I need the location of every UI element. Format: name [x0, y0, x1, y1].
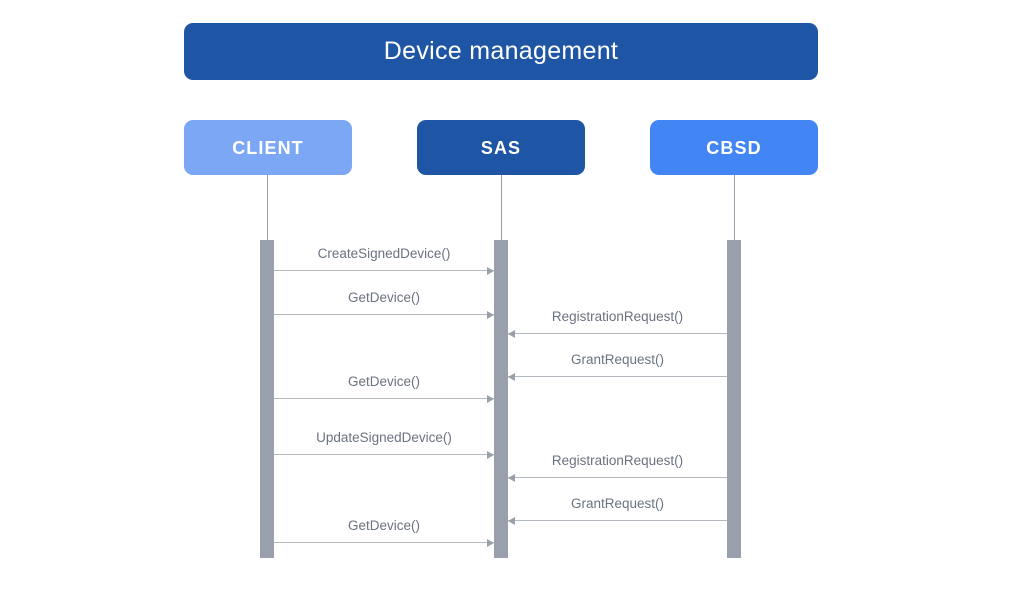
message-line	[508, 520, 727, 521]
message-line	[274, 314, 494, 315]
arrow-head-right-icon	[487, 538, 494, 547]
message-create-signed-device-0[interactable]: CreateSignedDevice()	[274, 241, 494, 275]
message-get-device-1[interactable]: GetDevice()	[274, 285, 494, 319]
message-label: GetDevice()	[347, 289, 420, 305]
message-registration-request-2[interactable]: RegistrationRequest()	[508, 304, 727, 338]
message-label: CreateSignedDevice()	[317, 245, 451, 261]
message-label: UpdateSignedDevice()	[316, 429, 452, 445]
message-label: GrantRequest()	[570, 351, 665, 367]
message-line	[274, 398, 494, 399]
lifeline-sas	[501, 175, 502, 240]
message-line	[508, 477, 727, 478]
arrow-head-right-icon	[487, 310, 494, 319]
activation-bar-cbsd	[727, 240, 741, 558]
participant-label-sas: SAS	[480, 137, 522, 158]
arrow-head-right-icon	[487, 450, 494, 459]
participant-box-cbsd[interactable]: CBSD	[650, 120, 818, 175]
arrow-head-right-icon	[487, 266, 494, 275]
message-label: GrantRequest()	[570, 495, 665, 511]
message-grant-request-3[interactable]: GrantRequest()	[508, 347, 727, 381]
participant-label-client: CLIENT	[232, 137, 304, 158]
arrow-head-left-icon	[508, 329, 515, 338]
message-registration-request-6[interactable]: RegistrationRequest()	[508, 448, 727, 482]
message-get-device-4[interactable]: GetDevice()	[274, 369, 494, 403]
participant-box-sas[interactable]: SAS	[417, 120, 585, 175]
message-label: RegistrationRequest()	[551, 308, 684, 324]
message-line	[274, 454, 494, 455]
message-update-signed-device-5[interactable]: UpdateSignedDevice()	[274, 425, 494, 459]
arrow-head-left-icon	[508, 473, 515, 482]
participant-box-client[interactable]: CLIENT	[184, 120, 352, 175]
lifeline-cbsd	[734, 175, 735, 240]
activation-bar-sas	[494, 240, 508, 558]
message-line	[274, 542, 494, 543]
message-grant-request-7[interactable]: GrantRequest()	[508, 491, 727, 525]
arrow-head-right-icon	[487, 394, 494, 403]
message-label: RegistrationRequest()	[551, 452, 684, 468]
diagram-title: Device management	[383, 37, 619, 65]
message-line	[508, 376, 727, 377]
arrow-head-left-icon	[508, 516, 515, 525]
diagram-title-bar: Device management	[184, 23, 818, 80]
lifeline-client	[267, 175, 268, 240]
message-line	[274, 270, 494, 271]
message-label: GetDevice()	[347, 517, 420, 533]
message-get-device-8[interactable]: GetDevice()	[274, 513, 494, 547]
participant-label-cbsd: CBSD	[706, 137, 762, 158]
message-line	[508, 333, 727, 334]
activation-bar-client	[260, 240, 274, 558]
arrow-head-left-icon	[508, 372, 515, 381]
message-label: GetDevice()	[347, 373, 420, 389]
